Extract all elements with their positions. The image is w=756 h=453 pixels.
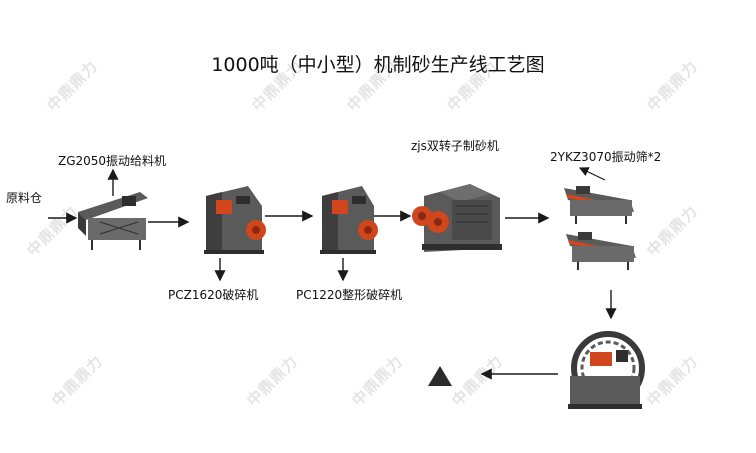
vibrating-screen-1-machine bbox=[564, 186, 634, 224]
raw-material-label: 原料仓 bbox=[6, 191, 43, 205]
crusher-1-label: PCZ1620破碎机 bbox=[168, 288, 259, 302]
vibrating-feeder-machine bbox=[78, 192, 148, 250]
crusher-2-label: PC1220整形破碎机 bbox=[296, 288, 403, 302]
sand-pile bbox=[428, 366, 452, 386]
arrow-screen-label bbox=[578, 167, 606, 181]
double-rotor-sand-maker-machine bbox=[412, 184, 502, 252]
vibrating-screen-2-machine bbox=[566, 232, 636, 270]
sand-maker-label: zjs双转子制砂机 bbox=[411, 139, 499, 153]
screen-label: 2YKZ3070振动筛*2 bbox=[550, 150, 662, 164]
shaping-crusher-2-machine bbox=[320, 186, 378, 254]
sand-washer-machine bbox=[568, 331, 645, 409]
diagram-title: 1000吨（中小型）机制砂生产线工艺图 bbox=[211, 54, 545, 76]
hammer-crusher-1-machine bbox=[204, 186, 266, 254]
feeder-label: ZG2050振动给料机 bbox=[58, 154, 167, 168]
